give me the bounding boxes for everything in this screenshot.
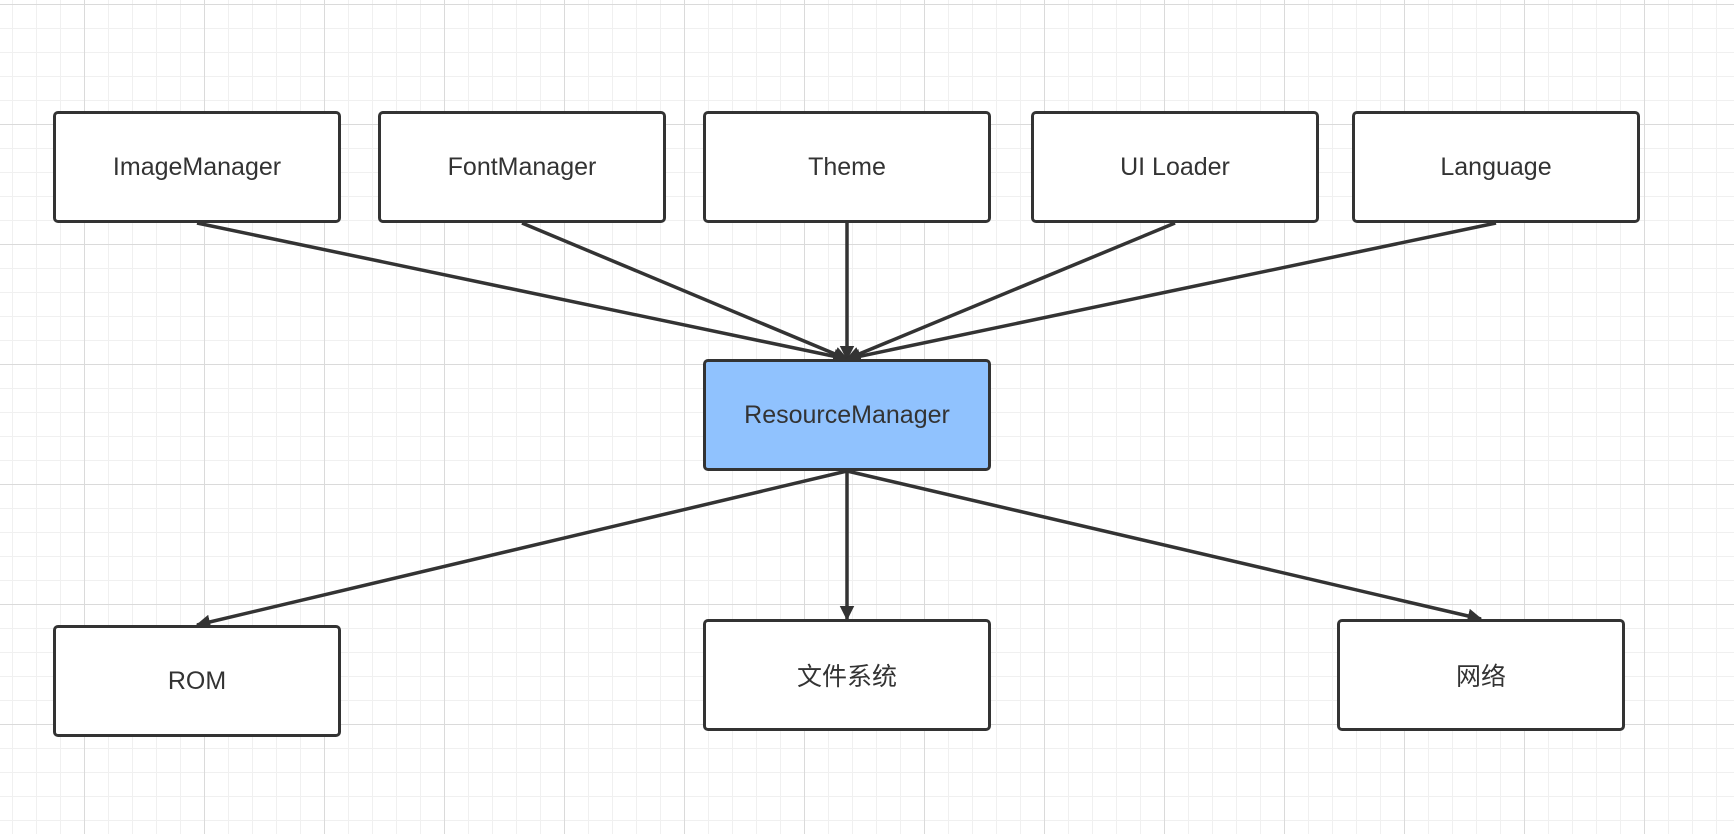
- edge-arrow: [846, 469, 1483, 624]
- font-manager-label: FontManager: [447, 152, 597, 181]
- resource-manager-label: ResourceManager: [744, 400, 950, 429]
- theme-node[interactable]: Theme: [703, 111, 991, 223]
- theme-label: Theme: [808, 152, 886, 181]
- edge-arrow: [521, 221, 849, 361]
- rom-label: ROM: [167, 666, 227, 695]
- file-system-label: 文件系统: [796, 663, 897, 691]
- file-system-node[interactable]: 文件系统: [703, 619, 991, 731]
- edge-arrow: [196, 221, 849, 364]
- edge-arrow: [845, 221, 1497, 364]
- edge-arrow: [195, 469, 848, 630]
- image-manager-label: ImageManager: [112, 152, 282, 181]
- image-manager-node[interactable]: ImageManager: [53, 111, 341, 223]
- language-label: Language: [1440, 152, 1552, 181]
- ui-loader-node[interactable]: UI Loader: [1031, 111, 1319, 223]
- ui-loader-label: UI Loader: [1120, 152, 1230, 181]
- edge-arrow: [845, 221, 1176, 361]
- network-node[interactable]: 网络: [1337, 619, 1625, 731]
- language-node[interactable]: Language: [1352, 111, 1640, 223]
- network-label: 网络: [1455, 663, 1506, 691]
- resource-manager-node[interactable]: ResourceManager: [703, 359, 991, 471]
- rom-node[interactable]: ROM: [53, 625, 341, 737]
- font-manager-node[interactable]: FontManager: [378, 111, 666, 223]
